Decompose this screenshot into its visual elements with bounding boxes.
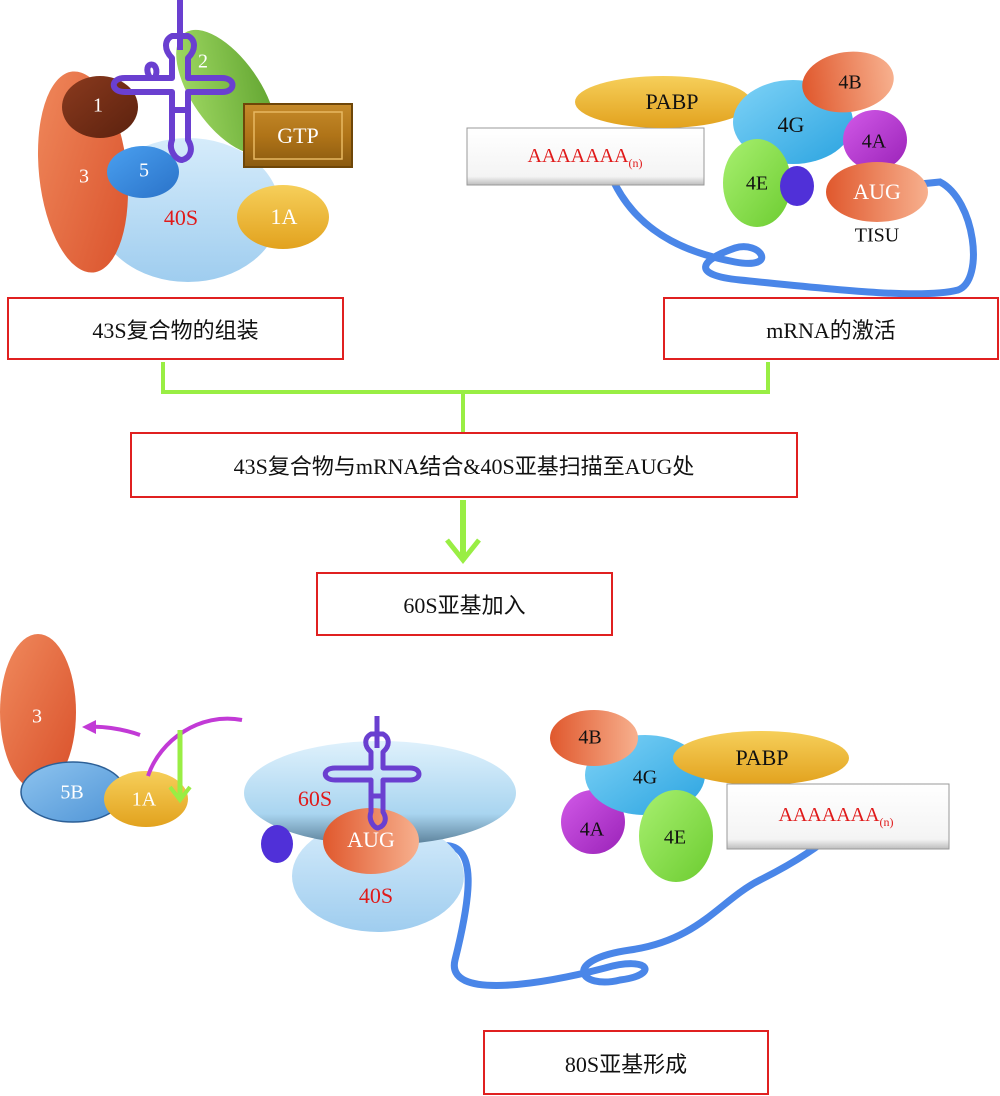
bottom-right-factors [550, 710, 950, 882]
aug-label-top: AUG [853, 179, 901, 204]
mrna-strand-top [608, 174, 977, 298]
pabp-shape-bottom [673, 731, 849, 785]
trna-icon-bottom [322, 716, 422, 831]
step-box-60s-join: 60S亚基加入 [316, 572, 613, 636]
factor-4a-label-bottom: 4A [579, 818, 605, 841]
bottom-center-80s-ribosome [244, 716, 842, 989]
factor-4b-shape-bottom [550, 710, 638, 766]
factor-5-label: 5 [139, 159, 149, 182]
step-label-80s-formation: 80S亚基形成 [564, 1051, 688, 1077]
cap-shape-bottom [261, 825, 293, 863]
factor-3-label: 3 [79, 165, 89, 188]
factor-5-shape [107, 146, 179, 198]
polya-box-top [466, 127, 705, 186]
factor-1a-label: 1A [270, 204, 298, 229]
bottom-left-released-factors [0, 634, 243, 827]
polya-text-bottom: AAAAAAA [778, 804, 880, 826]
factor-3-shape-bottom [0, 634, 76, 790]
subunit-60s-label: 60S [297, 786, 333, 811]
factor-3-label-bottom: 3 [32, 705, 42, 728]
factor-4e-shape-top [723, 139, 791, 227]
top-right-mrna-activation [466, 51, 977, 298]
subunit-40s-label-bottom: 40S [358, 883, 394, 908]
factor-1a-shape [237, 185, 329, 249]
top-left-43s-complex [37, 0, 353, 282]
subunit-60s-shape [244, 741, 516, 845]
factor-1a-label-bottom: 1A [131, 788, 157, 811]
factor-4e-label-bottom: 4E [663, 826, 687, 849]
factor-1-label: 1 [93, 94, 103, 117]
factor-4b-label-bottom: 4B [578, 726, 602, 749]
step-box-mrna-activation: mRNA的激活 [663, 297, 999, 360]
polya-text-top: AAAAAAA [527, 145, 629, 167]
pabp-shape-top [575, 76, 751, 128]
step-label-binding-scanning: 43S复合物与mRNA结合&40S亚基扫描至AUG处 [233, 454, 695, 479]
factor-2-label: 2 [198, 50, 208, 73]
factor-1a-shape-bottom [104, 771, 188, 827]
factor-4e-shape-bottom [639, 790, 713, 882]
factor-4g-label-bottom: 4G [632, 766, 658, 789]
polya-label-bottom: AAAAAAA(n) [778, 804, 893, 830]
gtp-label: GTP [277, 123, 319, 148]
polya-box-bottom [726, 783, 950, 850]
mrna-strand-bottom [436, 826, 842, 989]
gtp-box-shape [243, 103, 353, 168]
step-label-mrna-activation: mRNA的激活 [766, 317, 896, 343]
pabp-label-top: PABP [645, 89, 699, 114]
polya-label-top: AAAAAAA(n) [527, 145, 642, 171]
trna-icon [110, 0, 236, 163]
step-label-60s-join: 60S亚基加入 [403, 593, 526, 618]
aug-shape-bottom [323, 808, 419, 874]
pabp-label-bottom: PABP [735, 745, 789, 770]
down-arrow [445, 500, 481, 565]
step-label-43s-assembly: 43S复合物的组装 [92, 317, 259, 343]
subunit-40s-label: 40S [163, 205, 199, 230]
factor-4b-shape-top [802, 51, 894, 113]
aug-shape-top [826, 162, 928, 222]
cap-shape-top [780, 166, 814, 206]
factor-4a-label-top: 4A [861, 130, 887, 153]
tisu-label: TISU [854, 224, 900, 247]
polya-sub-top: (n) [628, 156, 643, 170]
factor-5b-label: 5B [60, 781, 84, 804]
step-box-binding-scanning: 43S复合物与mRNA结合&40S亚基扫描至AUG处 [130, 432, 798, 498]
factor-4e-label-top: 4E [745, 172, 769, 195]
aug-label-bottom: AUG [347, 827, 395, 852]
factor-4b-label-top: 4B [838, 71, 862, 94]
factor-4g-label-top: 4G [777, 112, 805, 137]
polya-sub-bottom: (n) [879, 815, 894, 829]
release-arrow-magenta [87, 716, 243, 777]
connector-bracket [161, 362, 770, 432]
step-box-43s-assembly: 43S复合物的组装 [7, 297, 344, 360]
factor-4a-shape-top [843, 110, 907, 170]
step-box-80s-formation: 80S亚基形成 [483, 1030, 769, 1095]
